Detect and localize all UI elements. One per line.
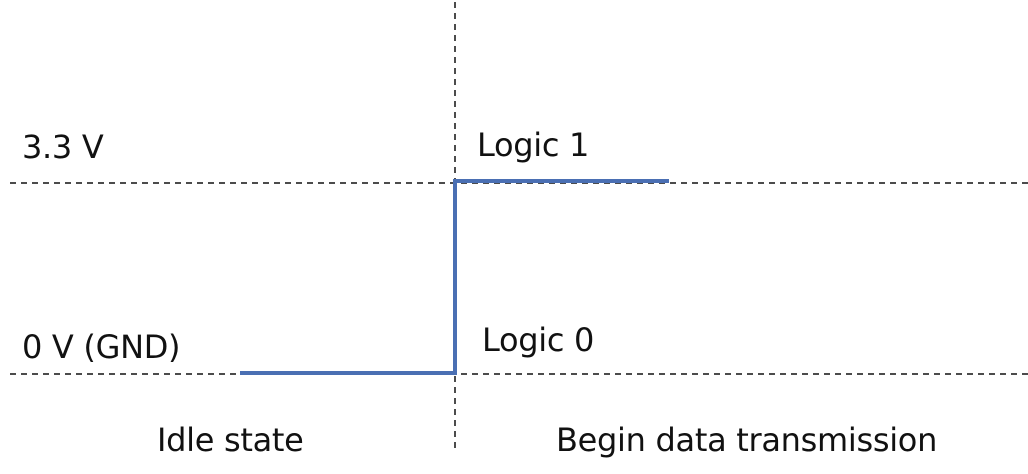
signal-waveform bbox=[240, 179, 669, 375]
logic-low-label: Logic 0 bbox=[482, 321, 595, 359]
idle-state-label: Idle state bbox=[157, 421, 304, 459]
logic-high-label: Logic 1 bbox=[477, 126, 590, 164]
high-voltage-label: 3.3 V bbox=[22, 128, 104, 166]
begin-transmission-label: Begin data transmission bbox=[556, 421, 938, 459]
ground-voltage-label: 0 V (GND) bbox=[22, 328, 181, 366]
